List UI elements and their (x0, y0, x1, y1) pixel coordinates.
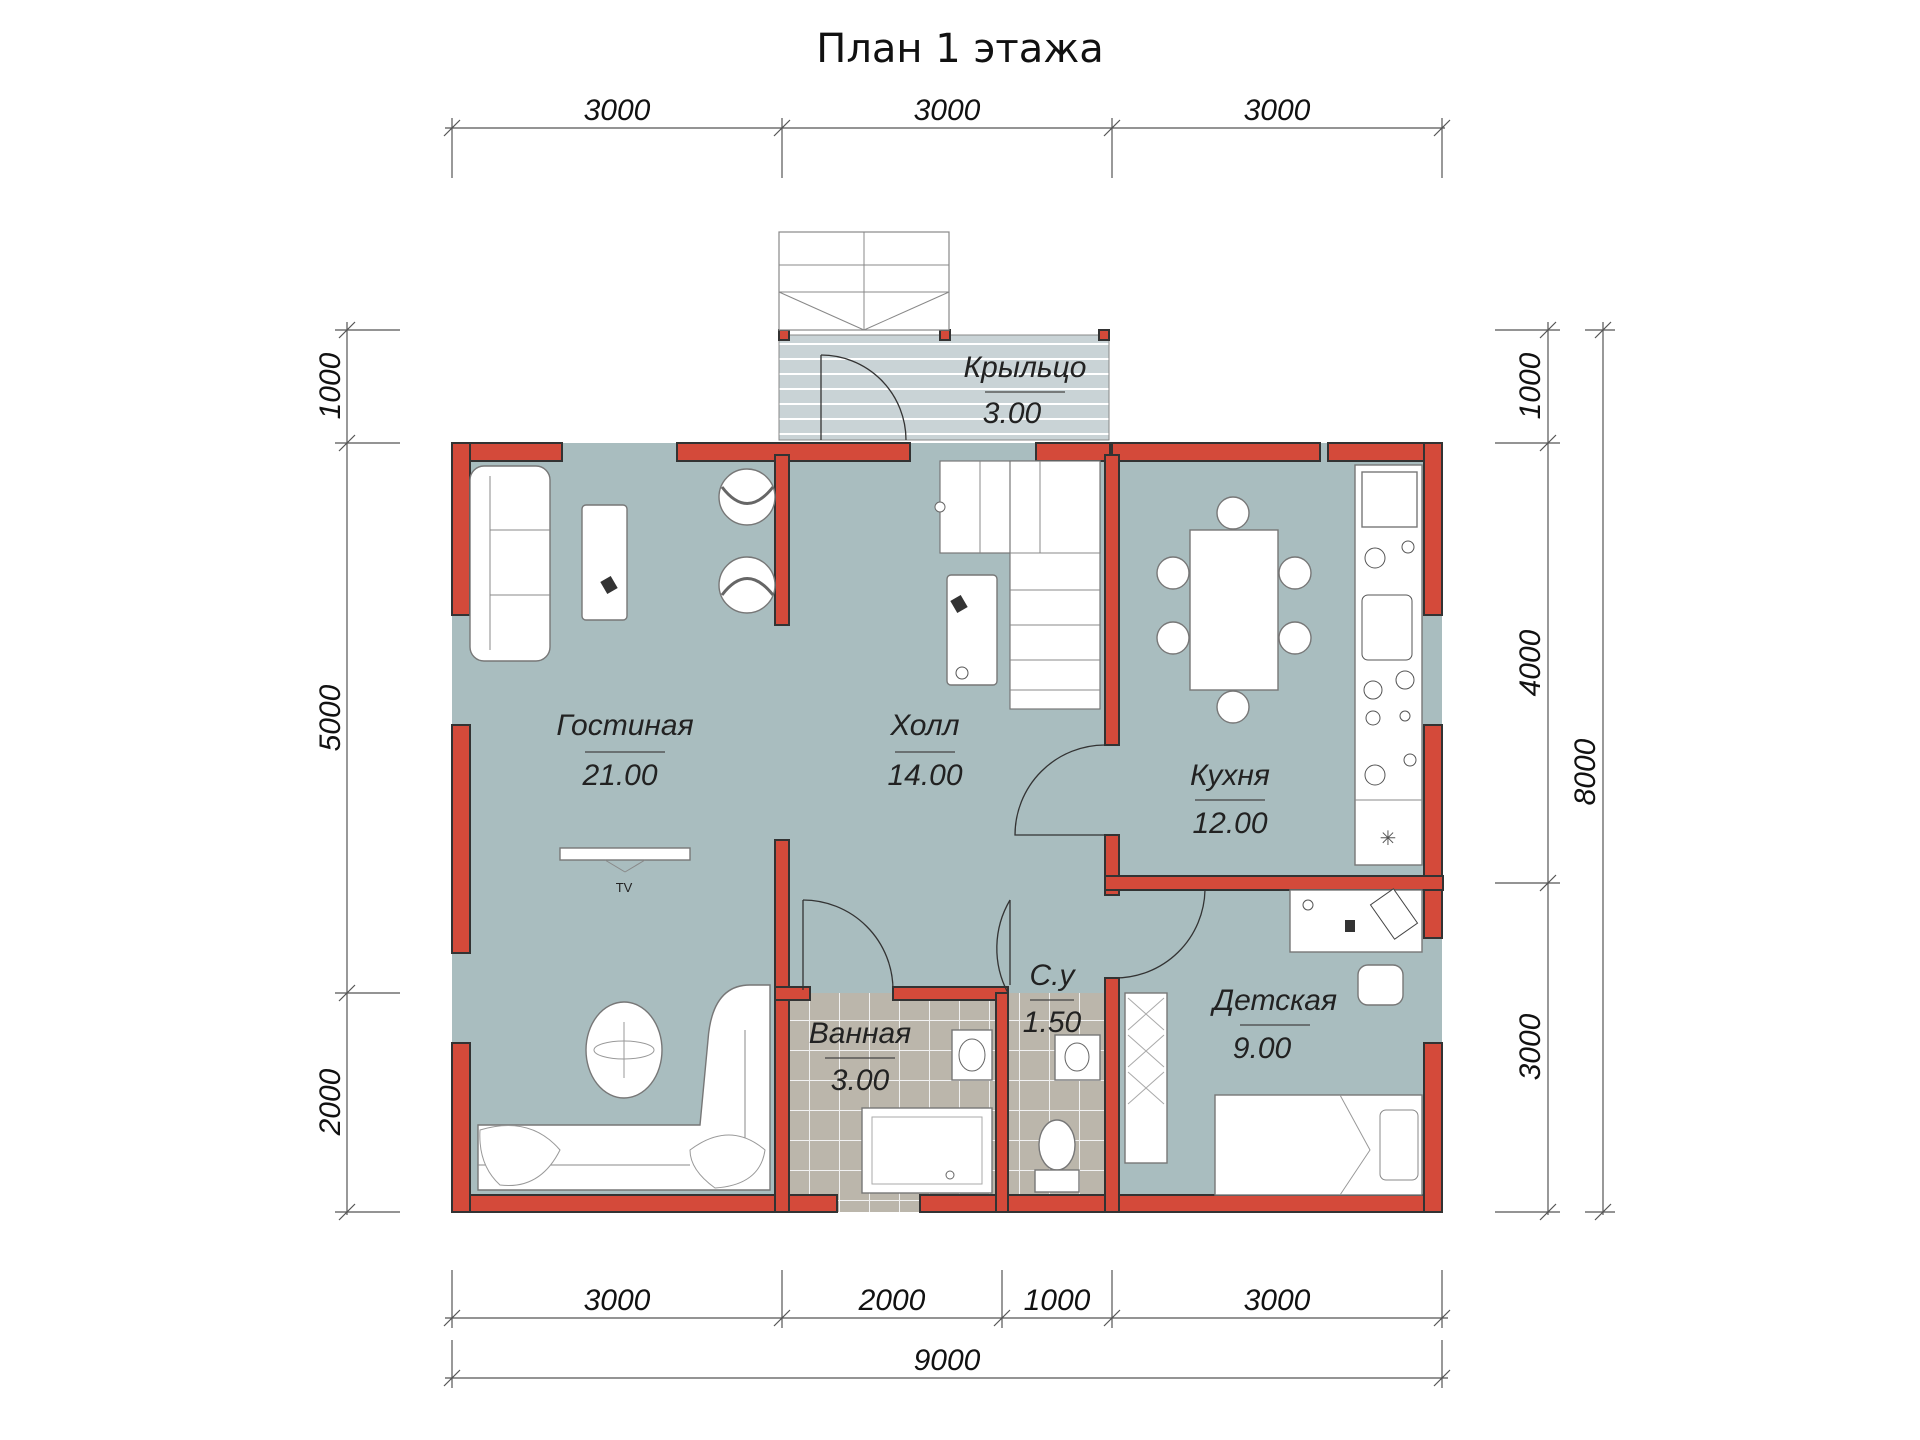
desk (1289, 888, 1423, 953)
burner (1365, 710, 1381, 726)
room-porch-area: 3.00 (983, 397, 1042, 430)
dim-bottom-total: 9000 (914, 1344, 981, 1377)
dim-bottom-2: 2000 (858, 1284, 926, 1317)
walls (451, 442, 1444, 1213)
burner (1399, 710, 1411, 722)
room-bath-area: 3.00 (831, 1064, 890, 1097)
tv-unit: TV (559, 847, 691, 895)
room-bath-name: Ванная (809, 1017, 911, 1050)
room-kids-area: 9.00 (1233, 1032, 1292, 1065)
sofa-left (469, 465, 551, 662)
staircase (934, 460, 1101, 710)
chair (1216, 690, 1250, 724)
door-wc (996, 899, 1011, 994)
room-kitchen-area: 12.00 (1192, 807, 1267, 840)
wc-sink (1054, 1034, 1101, 1081)
dimension-right: 1000 4000 3000 8000 (1495, 321, 1615, 1221)
room-kids-name: Детская (1210, 984, 1337, 1017)
room-wc-name: С.у (1030, 959, 1077, 992)
kettle-icon (1364, 764, 1386, 786)
phone-icon (950, 594, 968, 614)
armchair-bottom (718, 556, 776, 614)
cup-icon (1403, 753, 1417, 767)
dimension-left: 1000 5000 2000 (314, 321, 400, 1221)
chair (1278, 556, 1312, 590)
room-hall-name: Холл (889, 709, 959, 742)
room-hall-area: 14.00 (887, 759, 962, 792)
chair (1156, 621, 1190, 655)
pillow (1379, 1109, 1419, 1181)
porch-steps (778, 231, 950, 331)
dim-right-1: 1000 (1514, 352, 1547, 419)
dim-left-3: 2000 (314, 1068, 347, 1136)
chair (1278, 621, 1312, 655)
dim-left-1: 1000 (314, 352, 347, 419)
stove-icon (1364, 547, 1386, 569)
room-living-name: Гостиная (556, 709, 693, 742)
dim-bottom-1: 3000 (584, 1284, 651, 1317)
porch-post (1098, 329, 1110, 341)
chair (1216, 496, 1250, 530)
porch (778, 329, 1110, 441)
laptop-icon (1369, 888, 1419, 940)
dim-top-1: 3000 (584, 94, 651, 127)
dining-table (1189, 529, 1279, 691)
chair (1156, 556, 1190, 590)
fridge (1361, 471, 1418, 528)
hall-cabinet-knob (955, 666, 969, 680)
dim-right-2: 4000 (1514, 629, 1547, 696)
tv-label: TV (616, 880, 633, 895)
door-kids (1114, 889, 1206, 979)
star-icon: ✳ (1380, 826, 1397, 850)
oval-table (585, 1001, 663, 1099)
doors (802, 744, 1206, 994)
dim-right-total: 8000 (1569, 738, 1602, 805)
dim-top-3: 3000 (1244, 94, 1311, 127)
porch-post (939, 329, 951, 341)
room-wc-area: 1.50 (1023, 1006, 1082, 1039)
burner (1395, 670, 1415, 690)
plan-title: План 1 этажа (816, 26, 1104, 72)
dining-set (1156, 496, 1312, 724)
shower-cabin (861, 1107, 993, 1194)
bath-sink (951, 1029, 993, 1081)
wardrobe (1124, 992, 1168, 1164)
bed (1214, 1094, 1423, 1196)
porch-post (778, 329, 790, 341)
dimension-top: 3000 3000 3000 (443, 94, 1451, 178)
room-living-area: 21.00 (581, 759, 657, 792)
room-kitchen-name: Кухня (1190, 759, 1270, 792)
burner (1363, 680, 1383, 700)
sink (1361, 594, 1413, 661)
office-chair (1357, 964, 1404, 1006)
dim-top-2: 3000 (914, 94, 981, 127)
stove-icon (1401, 540, 1415, 554)
door-bath (802, 899, 894, 991)
dim-left-2: 5000 (314, 684, 347, 751)
coffee-table (581, 504, 628, 621)
dimension-bottom: 3000 2000 1000 3000 9000 (443, 1270, 1451, 1388)
armchair-top (718, 468, 776, 526)
phone-icon (1345, 920, 1355, 932)
kitchen-counter: ✳ (1354, 464, 1423, 866)
corner-sofa (477, 984, 771, 1191)
dim-right-3: 3000 (1514, 1013, 1547, 1080)
hall-cabinet (946, 574, 998, 686)
tablet-icon (600, 575, 618, 595)
toilet (1034, 1119, 1080, 1193)
door-kitchen (1014, 744, 1106, 836)
dim-bottom-4: 3000 (1244, 1284, 1311, 1317)
dim-bottom-3: 1000 (1024, 1284, 1091, 1317)
room-porch-name: Крыльцо (964, 351, 1087, 384)
